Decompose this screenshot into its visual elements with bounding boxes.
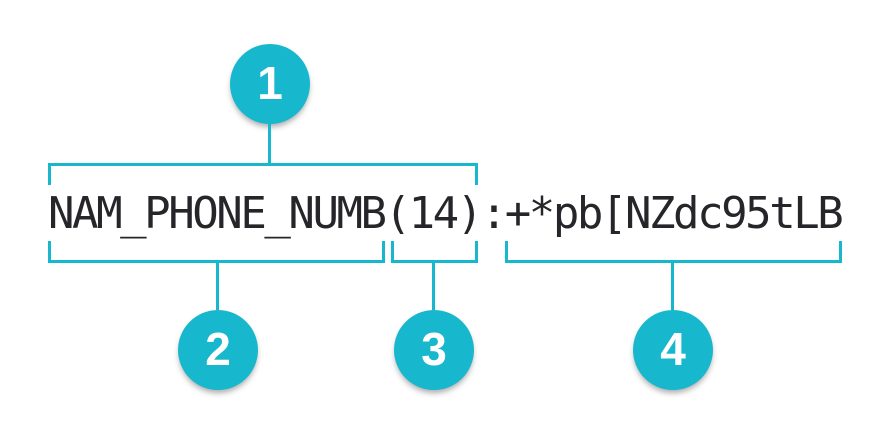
- callout-3-number: 3: [421, 323, 447, 375]
- callout-4-bracket: [505, 241, 842, 263]
- callout-3-connector-line: [432, 263, 435, 310]
- callout-1-badge: 1: [230, 44, 310, 124]
- callout-3-bracket: [391, 241, 478, 263]
- callout-1-bracket: [48, 163, 478, 185]
- code-string-text: NAM_PHONE_NUMB(14):+*pb[NZdc95tLB: [48, 188, 844, 239]
- callout-4-number: 4: [660, 323, 686, 375]
- callout-2-number: 2: [205, 323, 231, 375]
- callout-2-connector-line: [216, 263, 219, 310]
- callout-4-badge: 4: [633, 310, 713, 390]
- callout-1-number: 1: [257, 57, 283, 109]
- callout-1-connector-line: [268, 122, 271, 165]
- callout-4-connector-line: [671, 263, 674, 310]
- callout-2-bracket: [48, 241, 385, 263]
- callout-2-badge: 2: [178, 310, 258, 390]
- callout-3-badge: 3: [394, 310, 474, 390]
